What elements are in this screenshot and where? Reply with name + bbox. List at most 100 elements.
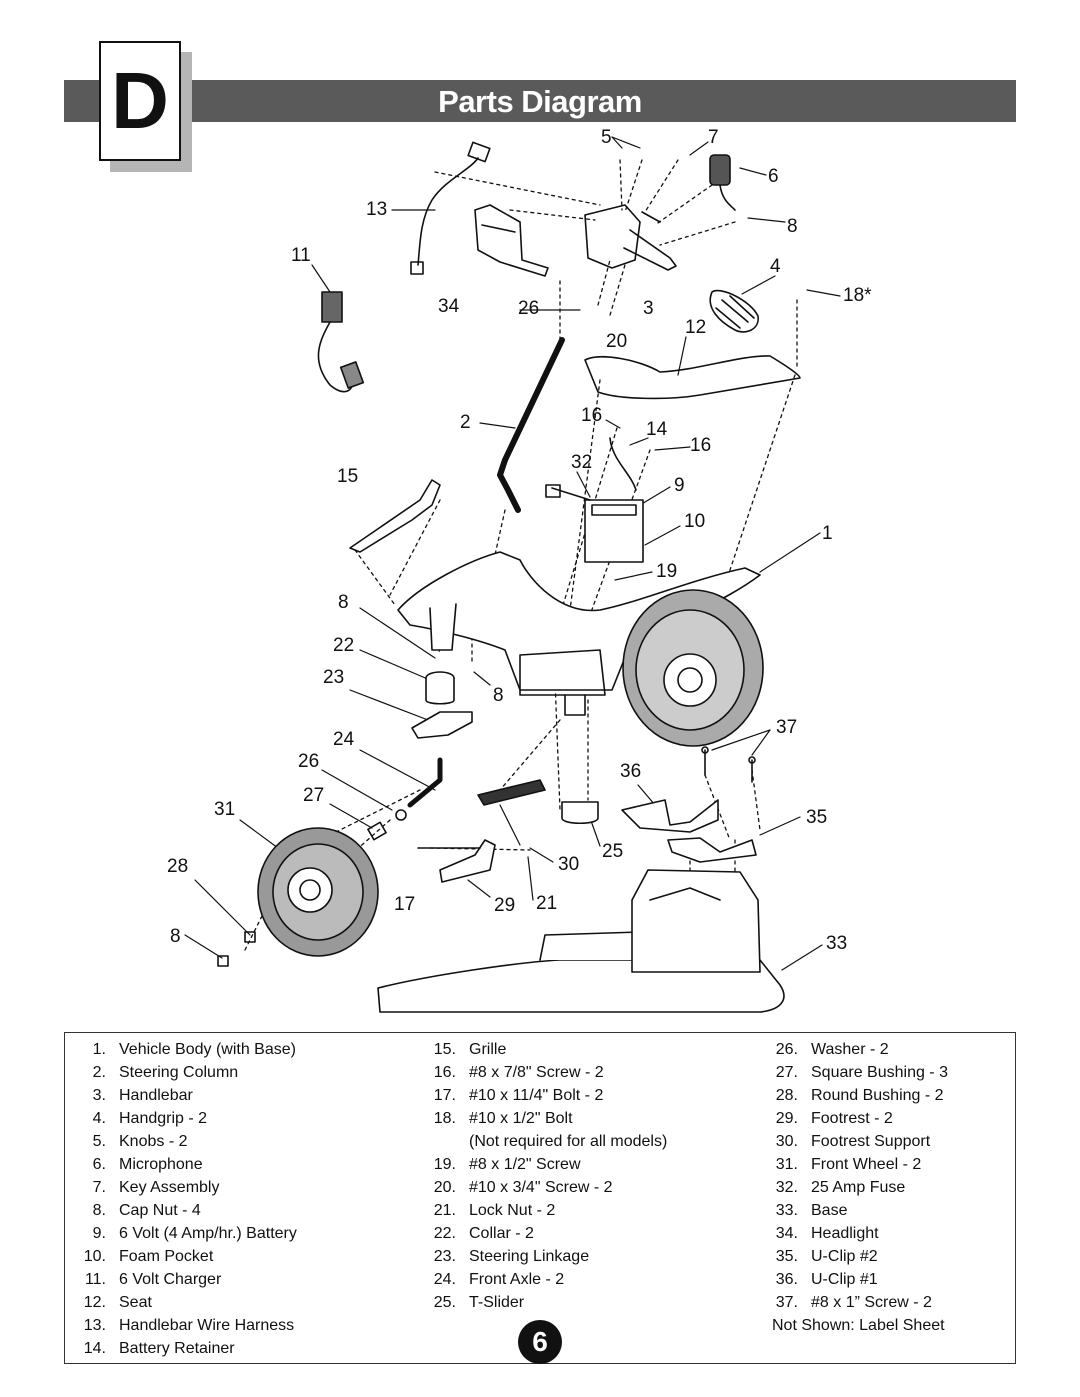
- callout-3: 3: [643, 298, 654, 319]
- legend-item: 8.Cap Nut - 4: [92, 1202, 201, 1219]
- legend-item: 15.Grille: [433, 1041, 507, 1058]
- callout-26-lower: 26: [298, 751, 320, 772]
- headlight-part: [474, 204, 549, 277]
- callout-4: 4: [770, 256, 781, 277]
- wire-harness-part: [410, 141, 491, 275]
- callout-8: 8: [787, 216, 798, 237]
- callout-27: 27: [303, 785, 325, 806]
- t-slider-part: [477, 779, 599, 825]
- callout-16-left: 16: [581, 405, 603, 426]
- callout-6: 6: [768, 166, 779, 187]
- handlebar-part: [584, 204, 677, 271]
- callout-18: 18*: [843, 285, 872, 306]
- legend-item: 22.Collar - 2: [433, 1225, 534, 1242]
- section-letter: D: [111, 56, 169, 145]
- callout-35: 35: [806, 807, 828, 828]
- callout-8-bottom: 8: [170, 926, 181, 947]
- callout-29: 29: [494, 895, 516, 916]
- u-clip-part: [621, 799, 757, 863]
- callout-21: 21: [536, 893, 558, 914]
- grille-part: [349, 479, 441, 553]
- legend-item: 24.Front Axle - 2: [433, 1271, 565, 1288]
- legend-item: 11.6 Volt Charger: [84, 1271, 222, 1288]
- callout-25: 25: [602, 841, 624, 862]
- callout-33: 33: [826, 933, 848, 954]
- screw-37-part: [701, 746, 756, 783]
- callout-20: 20: [606, 331, 628, 352]
- collar-part: [425, 671, 455, 705]
- callout-32: 32: [571, 452, 593, 473]
- front-axle-part: [367, 757, 443, 841]
- legend-column-3: 26.Washer - 2 27.Square Bushing - 3 28.R…: [762, 1038, 948, 1337]
- seat-part: [584, 355, 801, 400]
- legend-item: 30.Footrest Support: [775, 1133, 931, 1150]
- callout-24: 24: [333, 729, 355, 750]
- handgrip-part: [709, 289, 759, 333]
- callout-1: 1: [822, 523, 833, 544]
- callout-8-mid: 8: [493, 685, 504, 706]
- legend-item: 17.#10 x 11/4" Bolt - 2: [433, 1087, 604, 1104]
- legend-item: 6.Microphone: [92, 1156, 203, 1173]
- legend-item: 26.Washer - 2: [775, 1041, 889, 1058]
- legend-item: 32.25 Amp Fuse: [775, 1179, 906, 1196]
- callout-2: 2: [460, 412, 471, 433]
- legend-item: 28.Round Bushing - 2: [775, 1087, 944, 1104]
- legend-item: 5.Knobs - 2: [92, 1133, 188, 1150]
- callout-22: 22: [333, 635, 355, 656]
- leader-lines: [184, 136, 841, 971]
- charger-part: [317, 291, 365, 393]
- callout-34: 34: [438, 296, 460, 317]
- legend-item: 13.Handlebar Wire Harness: [83, 1317, 295, 1334]
- legend-item: 33.Base: [775, 1202, 848, 1219]
- legend-item: 1.Vehicle Body (with Base): [92, 1041, 296, 1058]
- rear-wheel-part: [622, 589, 764, 747]
- battery-part: [545, 437, 644, 563]
- legend-item-note: (Not required for all models): [469, 1133, 668, 1150]
- legend-item: 2.Steering Column: [92, 1064, 239, 1081]
- callout-37: 37: [776, 717, 798, 738]
- legend-column-1: 1.Vehicle Body (with Base) 2.Steering Co…: [70, 1038, 297, 1360]
- legend-item: 10.Foam Pocket: [83, 1248, 214, 1265]
- legend-item: 16.#8 x 7/8" Screw - 2: [433, 1064, 604, 1081]
- legend-item: 14.Battery Retainer: [83, 1340, 235, 1357]
- legend-item: 23.Steering Linkage: [433, 1248, 590, 1265]
- legend-item: 36.U-Clip #1: [775, 1271, 878, 1288]
- callout-26-upper: 26: [518, 298, 540, 319]
- legend-item: 27.Square Bushing - 3: [775, 1064, 948, 1081]
- legend-item: 20.#10 x 3/4" Screw - 2: [433, 1179, 613, 1196]
- legend-item-note: Not Shown: Label Sheet: [772, 1317, 945, 1334]
- legend-item: 31.Front Wheel - 2: [775, 1156, 922, 1173]
- legend-item: 18.#10 x 1/2" Bolt: [433, 1110, 573, 1127]
- legend-column-2: 15.Grille 16.#8 x 7/8" Screw - 2 17.#10 …: [420, 1038, 668, 1314]
- microphone-part: [709, 154, 736, 211]
- callout-10: 10: [684, 511, 706, 532]
- callout-9: 9: [674, 475, 685, 496]
- legend-item: 3.Handlebar: [92, 1087, 193, 1104]
- steering-column-part: [497, 337, 565, 513]
- exploded-parts-drawing: [184, 136, 841, 1013]
- page-title: Parts Diagram: [438, 84, 642, 119]
- section-tab: [99, 41, 181, 161]
- callout-23: 23: [323, 667, 345, 688]
- title-bar: [64, 80, 1016, 122]
- callout-17: 17: [394, 894, 416, 915]
- legend-item: 35.U-Clip #2: [775, 1248, 878, 1265]
- callout-8-left: 8: [338, 592, 349, 613]
- legend-item: 21.Lock Nut - 2: [433, 1202, 556, 1219]
- legend-item: 4.Handgrip - 2: [92, 1110, 208, 1127]
- page-number: 6: [518, 1320, 562, 1364]
- legend-item: 29.Footrest - 2: [775, 1110, 893, 1127]
- front-wheel-part: [217, 827, 379, 967]
- callout-19: 19: [656, 561, 678, 582]
- callout-13: 13: [366, 199, 388, 220]
- legend-item: 34.Headlight: [775, 1225, 879, 1242]
- callout-11: 11: [291, 245, 311, 266]
- legend-item: 25.T-Slider: [433, 1294, 525, 1311]
- steering-linkage-part: [411, 711, 473, 739]
- legend-item: 7.Key Assembly: [92, 1179, 220, 1196]
- callout-12: 12: [685, 317, 707, 338]
- callout-36: 36: [620, 761, 642, 782]
- callout-14: 14: [646, 419, 668, 440]
- callout-7: 7: [708, 127, 719, 148]
- callout-16-right: 16: [690, 435, 712, 456]
